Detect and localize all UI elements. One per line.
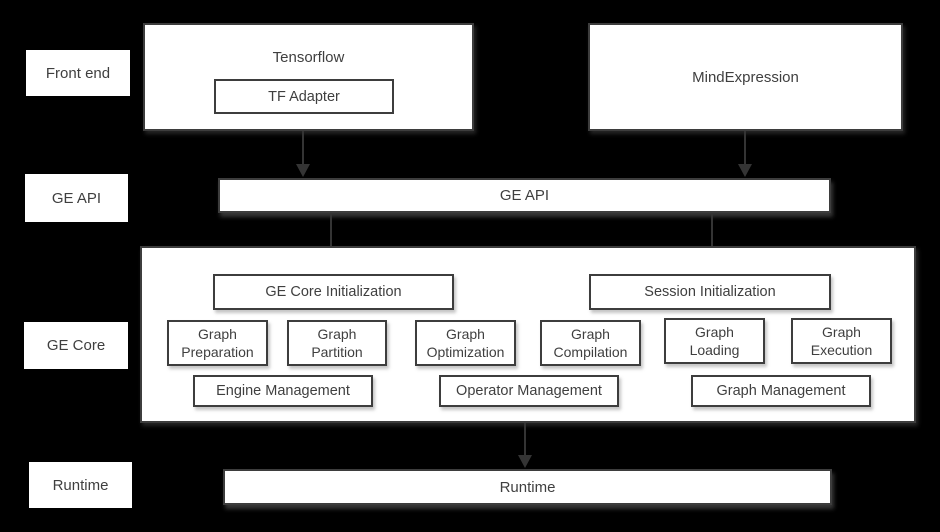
ge-api-bar: GE API — [218, 178, 831, 213]
tensorflow-box: Tensorflow TF Adapter — [143, 23, 474, 131]
mindexpression-box: MindExpression — [588, 23, 903, 131]
operator-management-box: Operator Management — [439, 375, 619, 407]
row-label-front-end: Front end — [26, 50, 130, 96]
mindexpression-label: MindExpression — [692, 68, 799, 86]
runtime-bar: Runtime — [223, 469, 832, 505]
arrow-ge-core-to-runtime — [518, 423, 532, 468]
graph-execution-box: Graph Execution — [791, 318, 892, 364]
tensorflow-label: Tensorflow — [272, 49, 345, 66]
row-label-ge-core: GE Core — [24, 322, 128, 369]
row-label-ge-api: GE API — [25, 174, 128, 222]
session-initialization-box: Session Initialization — [589, 274, 831, 310]
arrow-tf-adapter-to-ge-api — [296, 131, 310, 177]
graph-preparation-box: Graph Preparation — [167, 320, 268, 366]
ge-core-initialization-box: GE Core Initialization — [213, 274, 454, 310]
graph-management-box: Graph Management — [691, 375, 871, 407]
engine-management-box: Engine Management — [193, 375, 373, 407]
ge-core-box: GE Core Initialization Session Initializ… — [140, 246, 916, 423]
graph-loading-box: Graph Loading — [664, 318, 765, 364]
arrow-mindexpression-to-ge-api — [738, 131, 752, 177]
tf-adapter-box: TF Adapter — [214, 79, 394, 114]
graph-compilation-box: Graph Compilation — [540, 320, 641, 366]
graph-optimization-box: Graph Optimization — [415, 320, 516, 366]
graph-partition-box: Graph Partition — [287, 320, 387, 366]
row-label-runtime: Runtime — [29, 462, 132, 508]
